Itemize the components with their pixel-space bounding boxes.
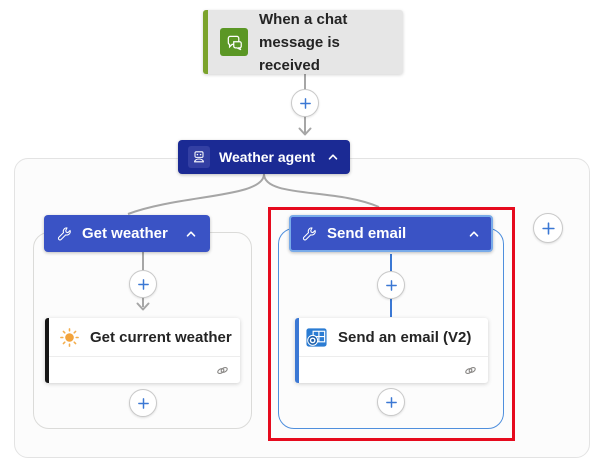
trigger-accent-bar (203, 10, 208, 74)
insert-action-button-right-bottom[interactable] (377, 388, 405, 416)
wrench-icon (301, 226, 317, 242)
insert-action-button-right-top[interactable] (377, 271, 405, 299)
collapse-chevron-up-icon[interactable] (326, 150, 340, 164)
sun-icon (59, 327, 80, 348)
link-icon (463, 363, 478, 378)
chat-bubbles-icon (220, 28, 248, 56)
link-icon (215, 363, 230, 378)
get-weather-tool-card[interactable]: Get weather (44, 215, 210, 252)
tool-card-label: Get weather (82, 225, 168, 242)
insert-action-button-left-bottom[interactable] (129, 389, 157, 417)
tool-card-label: Send email (327, 225, 407, 242)
plus-icon (137, 397, 149, 409)
plus-icon (299, 97, 311, 109)
trigger-card-chat-message[interactable]: When a chat message is received (203, 10, 403, 74)
wrench-icon (56, 226, 72, 242)
action-title: Get current weather (90, 328, 232, 346)
collapse-chevron-up-icon[interactable] (184, 227, 198, 241)
action-accent-bar (295, 318, 299, 383)
insert-action-button-left-top[interactable] (129, 270, 157, 298)
plus-icon (137, 278, 149, 290)
insert-step-button-after-trigger[interactable] (291, 89, 319, 117)
send-email-tool-card[interactable]: Send email (289, 215, 493, 252)
agent-card-label: Weather agent (219, 149, 316, 165)
get-current-weather-action-card[interactable]: Get current weather (45, 318, 240, 383)
add-branch-button[interactable] (533, 213, 563, 243)
plus-icon (385, 396, 397, 408)
weather-agent-card[interactable]: Weather agent (178, 140, 350, 174)
send-an-email-action-card[interactable]: Send an email (V2) (295, 318, 488, 383)
robot-agent-icon (188, 146, 210, 168)
collapse-chevron-up-icon[interactable] (467, 227, 481, 241)
outlook-icon (305, 326, 328, 349)
action-title: Send an email (V2) (338, 328, 472, 346)
plus-icon (385, 279, 397, 291)
trigger-title: When a chat message is received (259, 10, 348, 74)
action-accent-bar (45, 318, 49, 383)
plus-icon (541, 221, 555, 235)
